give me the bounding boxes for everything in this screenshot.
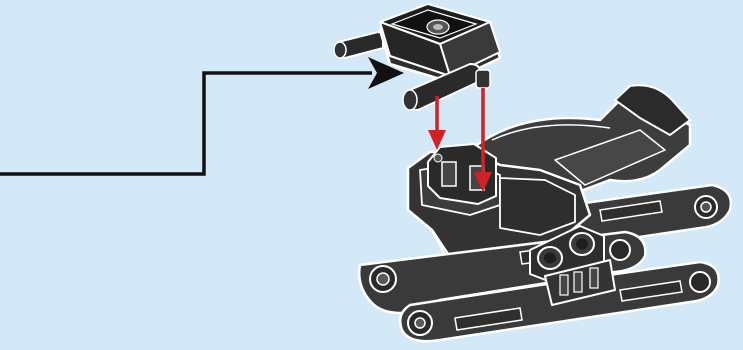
instruction-step-canvas [0,0,743,350]
